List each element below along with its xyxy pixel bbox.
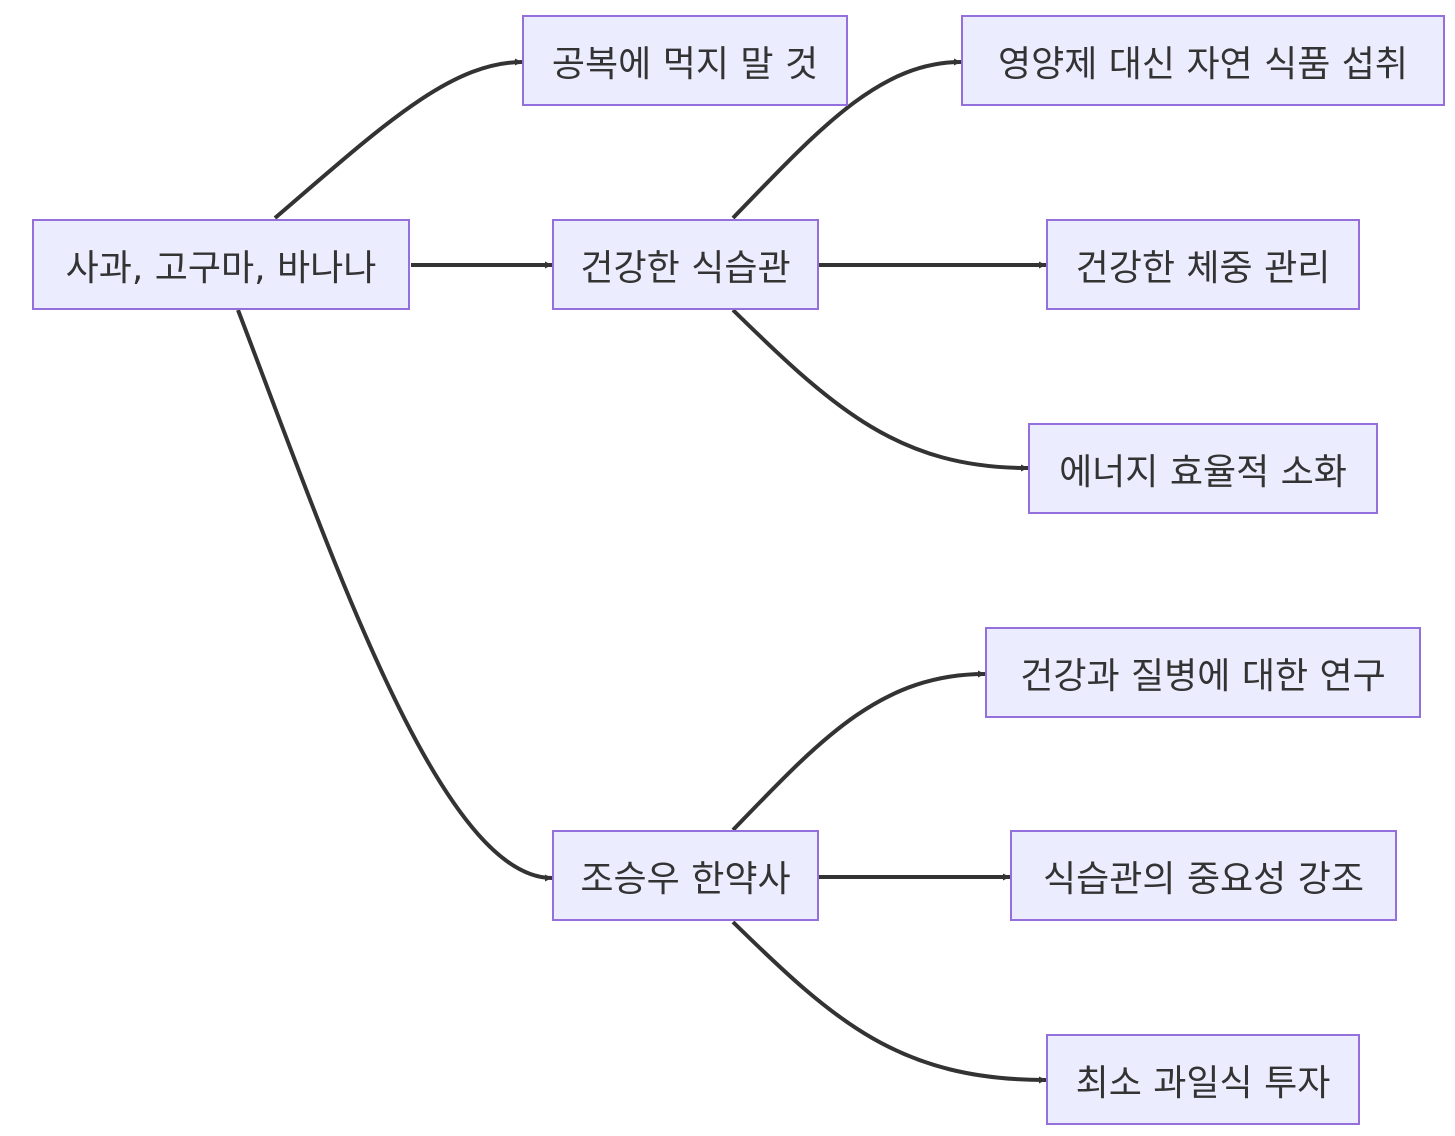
- edge-habits-to-natural-food: [731, 58, 962, 220]
- node-pharmacist: 조승우 한약사: [552, 830, 819, 921]
- node-importance: 식습관의 중요성 강조: [1010, 830, 1397, 921]
- node-empty-stomach: 공복에 먹지 말 것: [522, 15, 848, 106]
- edge-habits-to-energy: [731, 308, 1029, 472]
- node-research: 건강과 질병에 대한 연구: [985, 627, 1421, 718]
- edge-pharmacist-to-research: [731, 670, 986, 832]
- node-weight: 건강한 체중 관리: [1046, 219, 1360, 310]
- node-energy: 에너지 효율적 소화: [1028, 423, 1378, 514]
- node-fruit-investment: 최소 과일식 투자: [1046, 1034, 1360, 1125]
- edge-pharmacist-to-fruit-investment: [731, 920, 1047, 1084]
- node-natural-food: 영양제 대신 자연 식품 섭취: [961, 15, 1445, 106]
- edge-root-to-empty-stomach: [273, 58, 523, 220]
- node-root: 사과, 고구마, 바나나: [32, 219, 410, 310]
- edge-root-to-pharmacist: [236, 309, 553, 882]
- node-healthy-habits: 건강한 식습관: [552, 219, 819, 310]
